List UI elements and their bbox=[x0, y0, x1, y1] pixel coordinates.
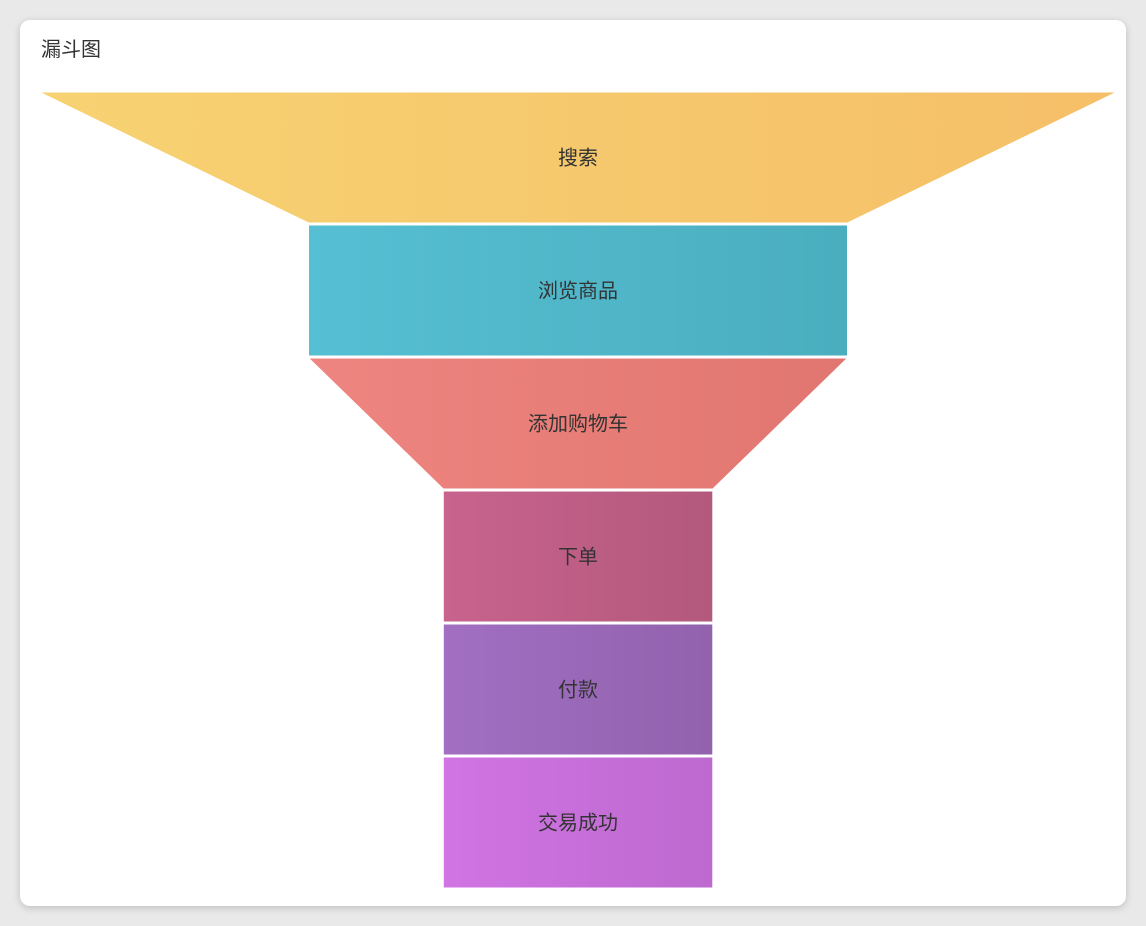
funnel-stage-2[interactable] bbox=[308, 224, 848, 357]
funnel-stage-label-6: 交易成功 bbox=[538, 811, 618, 835]
funnel-stage-label-5: 付款 bbox=[558, 678, 598, 702]
funnel-stage-1[interactable] bbox=[38, 91, 1118, 224]
chart-card: 漏斗图 搜索浏览商品添加购物车下单付款交易成功 bbox=[20, 20, 1126, 906]
funnel-stage-4[interactable] bbox=[442, 490, 714, 623]
funnel-stage-6[interactable] bbox=[442, 756, 714, 889]
funnel-stage-label-2: 浏览商品 bbox=[538, 279, 618, 303]
funnel-stage-label-4: 下单 bbox=[558, 545, 598, 569]
funnel-stage-label-3: 添加购物车 bbox=[528, 412, 628, 436]
funnel-stage-5[interactable] bbox=[442, 623, 714, 756]
funnel-stage-3[interactable] bbox=[307, 357, 849, 490]
funnel-stage-label-1: 搜索 bbox=[558, 146, 598, 170]
chart-title: 漏斗图 bbox=[41, 37, 101, 61]
